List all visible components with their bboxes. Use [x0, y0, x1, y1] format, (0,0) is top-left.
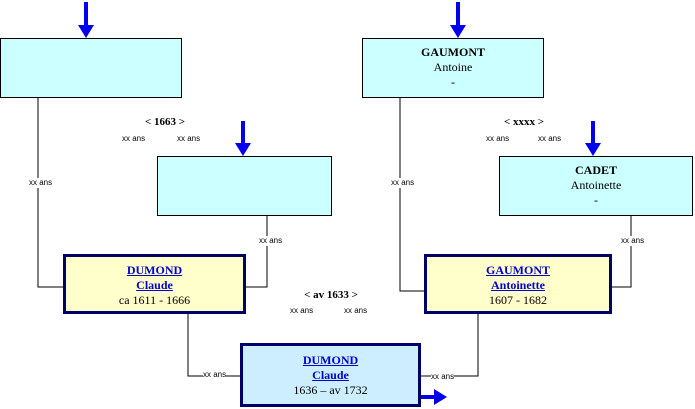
person-box-paternal-grandfather — [0, 38, 182, 98]
father-given-name-link[interactable]: Claude — [136, 278, 173, 292]
person-box-father: DUMOND Claude ca 1611 - 1666 — [63, 254, 246, 314]
person-box-mother: GAUMONT Antoinette 1607 - 1682 — [424, 254, 612, 314]
person-dates: ca 1611 - 1666 — [118, 293, 191, 307]
age-label: xx ans — [122, 134, 146, 144]
person-dates: - — [594, 193, 598, 207]
marriage-date-parents: < av 1633 > — [304, 289, 358, 301]
age-label: xx ans — [621, 236, 645, 246]
age-label: xx ans — [177, 134, 201, 144]
person-given-name: Antoinette — [570, 178, 622, 192]
person-dates: - — [451, 75, 455, 89]
marriage-date-maternal: < xxxx > — [503, 116, 545, 128]
father-surname-link[interactable]: DUMOND — [126, 263, 183, 277]
person-box-paternal-grandmother — [157, 156, 332, 216]
ancestry-arrow-head-icon — [235, 143, 251, 156]
age-label: xx ans — [391, 178, 415, 188]
person-given-name: Antoine — [433, 60, 473, 74]
mother-given-name-link[interactable]: Antoinette — [491, 278, 545, 292]
person-dates: 1607 - 1682 — [489, 293, 547, 307]
person-surname: GAUMONT — [421, 45, 485, 59]
ancestry-arrow-head-icon — [78, 25, 94, 38]
age-label: xx ans — [203, 370, 227, 380]
age-label: xx ans — [259, 236, 283, 246]
age-label: xx ans — [486, 134, 510, 144]
ancestry-arrow-head-icon — [450, 25, 466, 38]
age-label: xx ans — [29, 178, 53, 188]
person-box-maternal-grandfather: GAUMONT Antoine - — [362, 38, 544, 98]
marriage-date-paternal: < 1663 > — [144, 116, 186, 128]
person-box-maternal-grandmother: CADET Antoinette - — [499, 156, 693, 216]
person-dates: 1636 – av 1732 — [293, 383, 368, 397]
person-surname: CADET — [574, 163, 617, 177]
age-label: xx ans — [344, 306, 368, 316]
age-label: xx ans — [538, 134, 562, 144]
descendant-arrow-head-icon — [434, 389, 447, 405]
person-box-subject: DUMOND Claude 1636 – av 1732 — [240, 343, 421, 407]
age-label: xx ans — [290, 306, 314, 316]
age-label: xx ans — [431, 372, 455, 382]
mother-surname-link[interactable]: GAUMONT — [486, 263, 550, 277]
subject-given-name-link[interactable]: Claude — [312, 368, 349, 382]
ancestry-arrow-head-icon — [585, 143, 601, 156]
subject-surname-link[interactable]: DUMOND — [302, 353, 359, 367]
